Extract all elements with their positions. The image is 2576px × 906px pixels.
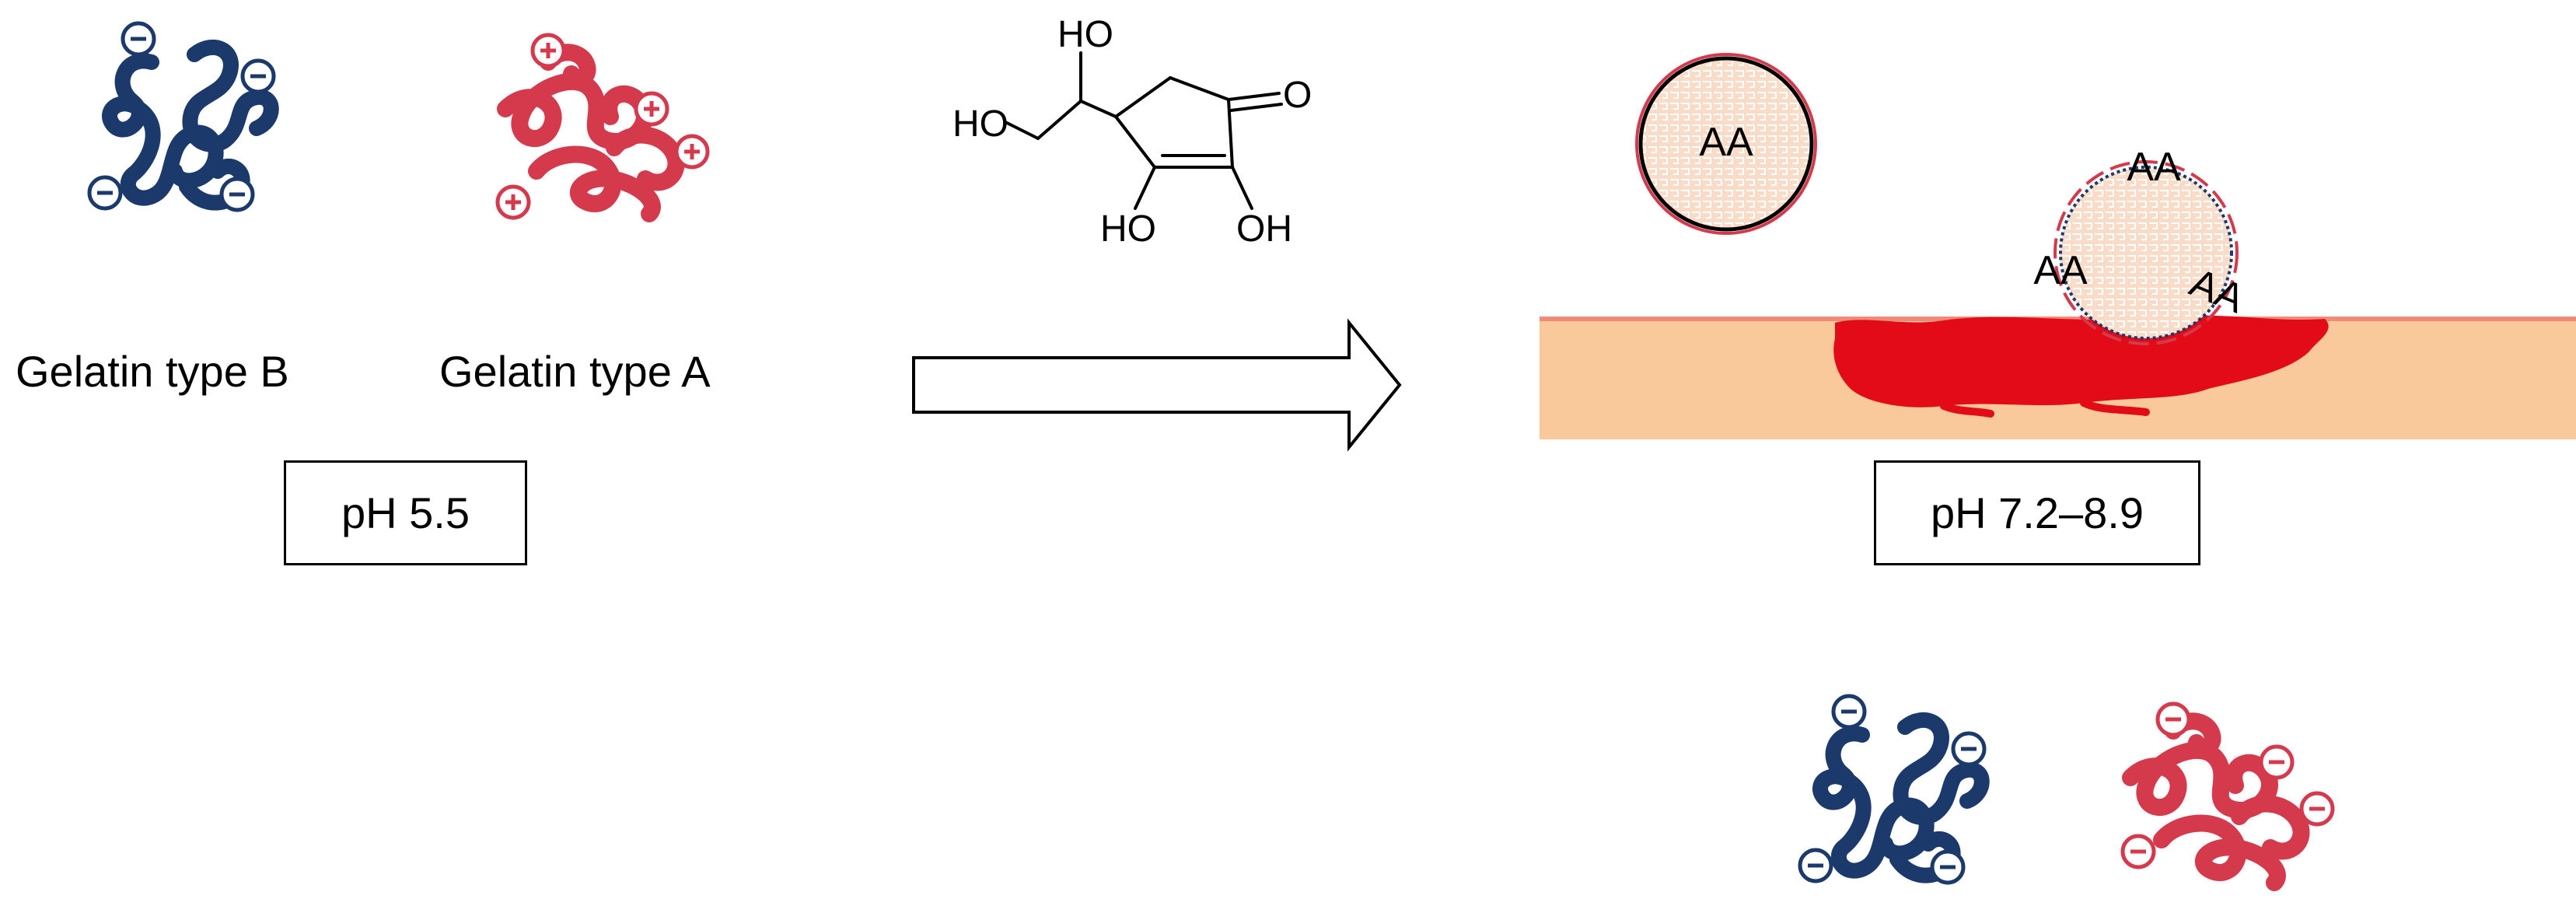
released-aa-label-1: AA: [2033, 248, 2088, 293]
gelatin-type-b-coil-alkaline: [1798, 694, 1990, 885]
gelatin-type-b-coil: [87, 21, 279, 212]
ph-alkaline-box: pH 7.2–8.9: [1874, 460, 2200, 565]
ascorbic-acid-structure: HO HO O HO OH: [952, 14, 1312, 250]
gelatin-type-a-label: Gelatin type A: [439, 347, 711, 396]
free-aa-particle: [1638, 56, 1814, 232]
gelatin-type-a-coil-alkaline: [2120, 701, 2335, 891]
oh-bottom-label: OH: [1236, 208, 1292, 250]
wound: [1833, 315, 2329, 408]
skin-wound-scene: AA AA AA AA: [1540, 53, 2576, 439]
gelatin-type-b-label: Gelatin type B: [16, 347, 289, 396]
ho-left-label: HO: [952, 103, 1008, 145]
free-particle-label: AA: [1699, 120, 1753, 165]
process-arrow: [912, 318, 1402, 452]
ho-bottom-label: HO: [1100, 208, 1156, 250]
bound-aa-particle: [2059, 166, 2233, 340]
gelatin-type-a-coil: [495, 33, 710, 222]
ketone-o-label: O: [1283, 75, 1312, 116]
ph-acidic-box: pH 5.5: [284, 460, 527, 565]
ho-top-label: HO: [1057, 14, 1113, 55]
bound-particle-label: AA: [2127, 145, 2181, 190]
